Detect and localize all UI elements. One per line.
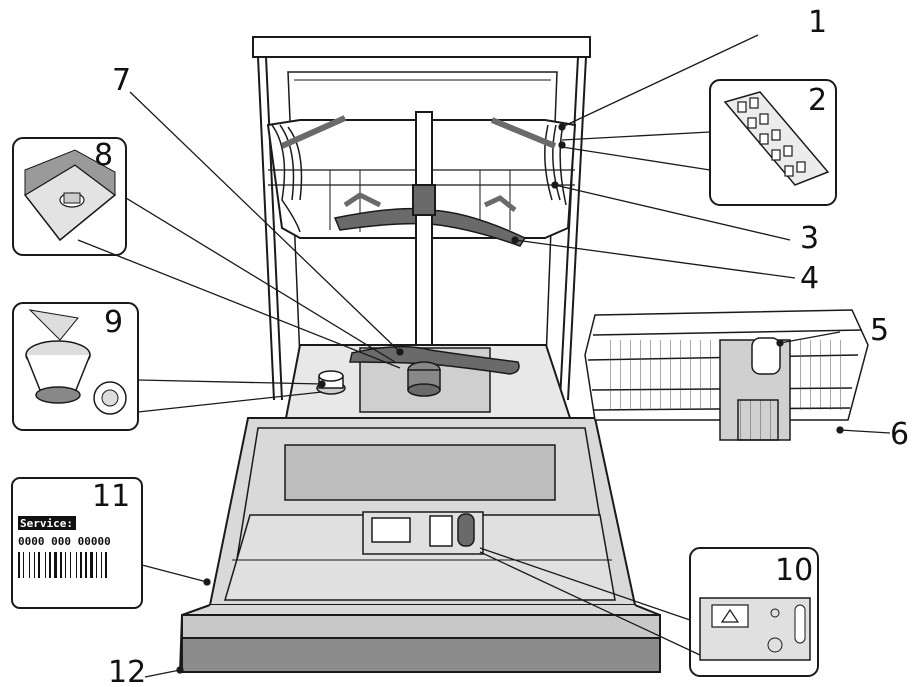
barcode-bar bbox=[65, 552, 66, 578]
leader-3 bbox=[554, 184, 791, 241]
barcode-bar bbox=[34, 552, 35, 578]
barcode-bar bbox=[105, 552, 107, 578]
leader-9b bbox=[137, 391, 323, 413]
lower-spray-arm bbox=[349, 345, 520, 397]
callout-5: 5 bbox=[870, 313, 889, 348]
barcode-bar bbox=[54, 552, 57, 578]
cutlery-basket bbox=[719, 337, 791, 441]
leader-10b bbox=[479, 551, 701, 656]
left-side-rail bbox=[257, 56, 275, 401]
callout-4: 4 bbox=[800, 261, 819, 296]
barcode-bar bbox=[70, 552, 71, 578]
barcode-bar bbox=[76, 552, 77, 578]
right-side-rail bbox=[567, 56, 587, 401]
barcode-bar bbox=[85, 552, 87, 578]
leader-10a bbox=[479, 547, 691, 621]
callout-11: 11 bbox=[92, 479, 130, 514]
callout-12: 12 bbox=[108, 655, 146, 687]
barcode-bar bbox=[38, 552, 40, 578]
barcode-bar bbox=[18, 552, 20, 578]
leader-5 bbox=[779, 331, 841, 344]
callout-9: 9 bbox=[104, 305, 123, 340]
leader-lines bbox=[77, 34, 891, 678]
barcode-bar bbox=[90, 552, 93, 578]
central-water-tube bbox=[412, 111, 436, 358]
barcode-bar bbox=[60, 552, 62, 578]
barcode bbox=[18, 552, 107, 578]
leader-12 bbox=[144, 669, 181, 678]
leader-2a bbox=[561, 131, 711, 141]
callout-10: 10 bbox=[775, 553, 813, 588]
callout-3: 3 bbox=[800, 221, 819, 256]
barcode-bar bbox=[49, 552, 51, 578]
callout-8: 8 bbox=[94, 138, 113, 173]
barcode-bar bbox=[96, 552, 97, 578]
leader-7 bbox=[129, 91, 401, 353]
leader-6 bbox=[839, 429, 891, 434]
barcode-bar bbox=[23, 552, 24, 578]
top-panel bbox=[252, 36, 591, 58]
barcode-bar bbox=[29, 552, 30, 578]
inset-service-label: Service: 0000 000 00000 bbox=[11, 477, 143, 609]
callout-2: 2 bbox=[808, 83, 827, 118]
inset-salt-refill bbox=[12, 302, 139, 431]
leader-4 bbox=[514, 239, 796, 279]
barcode-bar bbox=[45, 552, 46, 578]
lower-rack bbox=[584, 309, 869, 441]
barcode-bar bbox=[80, 552, 82, 578]
leader-2b bbox=[561, 146, 711, 171]
door-bottom-plinth bbox=[181, 637, 661, 673]
inset-dispenser bbox=[689, 547, 819, 677]
leader-9a bbox=[137, 379, 323, 385]
service-number: 0000 000 00000 bbox=[18, 535, 111, 548]
leader-8a bbox=[125, 197, 396, 363]
inset-cup-shelf bbox=[709, 79, 837, 206]
callout-6: 6 bbox=[890, 417, 909, 452]
detergent-dispenser bbox=[362, 511, 484, 555]
leader-1 bbox=[561, 34, 759, 128]
inset-filter bbox=[12, 137, 127, 256]
callout-numbers: 1 2 3 4 5 6 7 8 9 10 11 12 bbox=[92, 5, 909, 687]
service-title: Service: bbox=[20, 517, 73, 530]
barcode-bar bbox=[101, 552, 102, 578]
dishwasher-cabinet bbox=[252, 36, 591, 401]
callout-1: 1 bbox=[808, 5, 827, 40]
callout-7: 7 bbox=[112, 63, 131, 98]
leader-8b bbox=[77, 239, 401, 369]
leader-11 bbox=[141, 564, 208, 583]
